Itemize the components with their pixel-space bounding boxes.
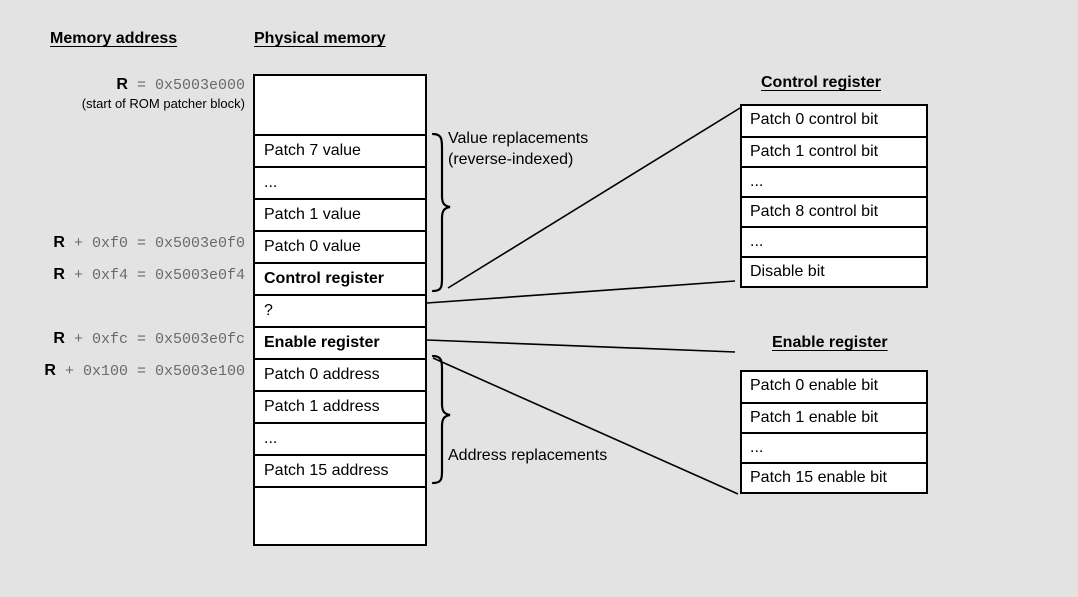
address-label-base-expression: = 0x5003e000 — [127, 77, 245, 94]
annotation-address-replacements: Address replacements — [448, 447, 608, 464]
memory-row: Patch 0 value — [255, 230, 425, 262]
memory-row: ? — [255, 294, 425, 326]
address-label-0xf4: R + 0xf4 = 0x5003e0f4 — [53, 266, 245, 285]
address-label-0xf0-register: R — [53, 234, 65, 251]
control-register-row: Patch 8 control bit — [742, 196, 926, 226]
address-label-0xfc-register: R — [53, 330, 65, 347]
address-label-0xf0-expression: + 0xf0 = 0x5003e0f0 — [64, 235, 245, 252]
control-register-row: Patch 1 control bit — [742, 136, 926, 166]
connector-enable-register-cell-to-box — [426, 339, 736, 353]
address-label-base-register: R — [116, 76, 128, 93]
address-label-0x100: R + 0x100 = 0x5003e100 — [44, 362, 245, 381]
enable-register-row: Patch 1 enable bit — [742, 402, 926, 432]
enable-register-row: Patch 0 enable bit — [750, 377, 879, 394]
annotation-value-replacements-line2: (reverse-indexed) — [448, 151, 574, 168]
address-label-0xfc: R + 0xfc = 0x5003e0fc — [53, 330, 245, 349]
address-label-0xfc-expression: + 0xfc = 0x5003e0fc — [64, 331, 245, 348]
memory-row: ... — [255, 166, 425, 198]
memory-row: Control register — [255, 262, 425, 294]
heading-enable-register: Enable register — [772, 334, 888, 351]
memory-row: Patch 1 value — [255, 198, 425, 230]
enable-register-row: ... — [742, 432, 926, 462]
memory-row: Patch 15 address — [255, 454, 425, 486]
heading-control-register: Control register — [761, 74, 882, 91]
address-label-0xf0: R + 0xf0 = 0x5003e0f0 — [53, 234, 245, 253]
annotation-value-replacements: Value replacements (reverse-indexed) — [448, 128, 588, 170]
control-register-row: Disable bit — [742, 256, 926, 286]
control-register-row: ... — [742, 166, 926, 196]
memory-row: Patch 7 value — [255, 134, 425, 166]
address-label-0xf4-expression: + 0xf4 = 0x5003e0f4 — [64, 267, 245, 284]
address-label-0x100-register: R — [44, 362, 56, 379]
annotation-value-replacements-line1: Value replacements — [448, 130, 589, 147]
memory-row: Patch 0 address — [255, 358, 425, 390]
connector-addresses-to-enable-register — [432, 357, 739, 495]
enable-register-row: Patch 15 enable bit — [742, 462, 926, 492]
memory-row-empty — [255, 486, 425, 544]
memory-row: Enable register — [255, 326, 425, 358]
heading-physical-memory: Physical memory — [254, 30, 386, 47]
memory-row-empty — [255, 76, 425, 134]
control-register-row: Patch 0 control bit — [750, 111, 879, 128]
address-label-base: R = 0x5003e000 — [116, 76, 245, 95]
address-label-base-note: (start of ROM patcher block) — [81, 96, 245, 111]
connector-control-register-cell-to-box — [426, 280, 736, 304]
control-register-row: ... — [742, 226, 926, 256]
address-label-0x100-expression: + 0x100 = 0x5003e100 — [55, 363, 245, 380]
address-label-0xf4-register: R — [53, 266, 65, 283]
heading-memory-address: Memory address — [50, 30, 178, 47]
memory-row: Patch 1 address — [255, 390, 425, 422]
memory-row: ... — [255, 422, 425, 454]
